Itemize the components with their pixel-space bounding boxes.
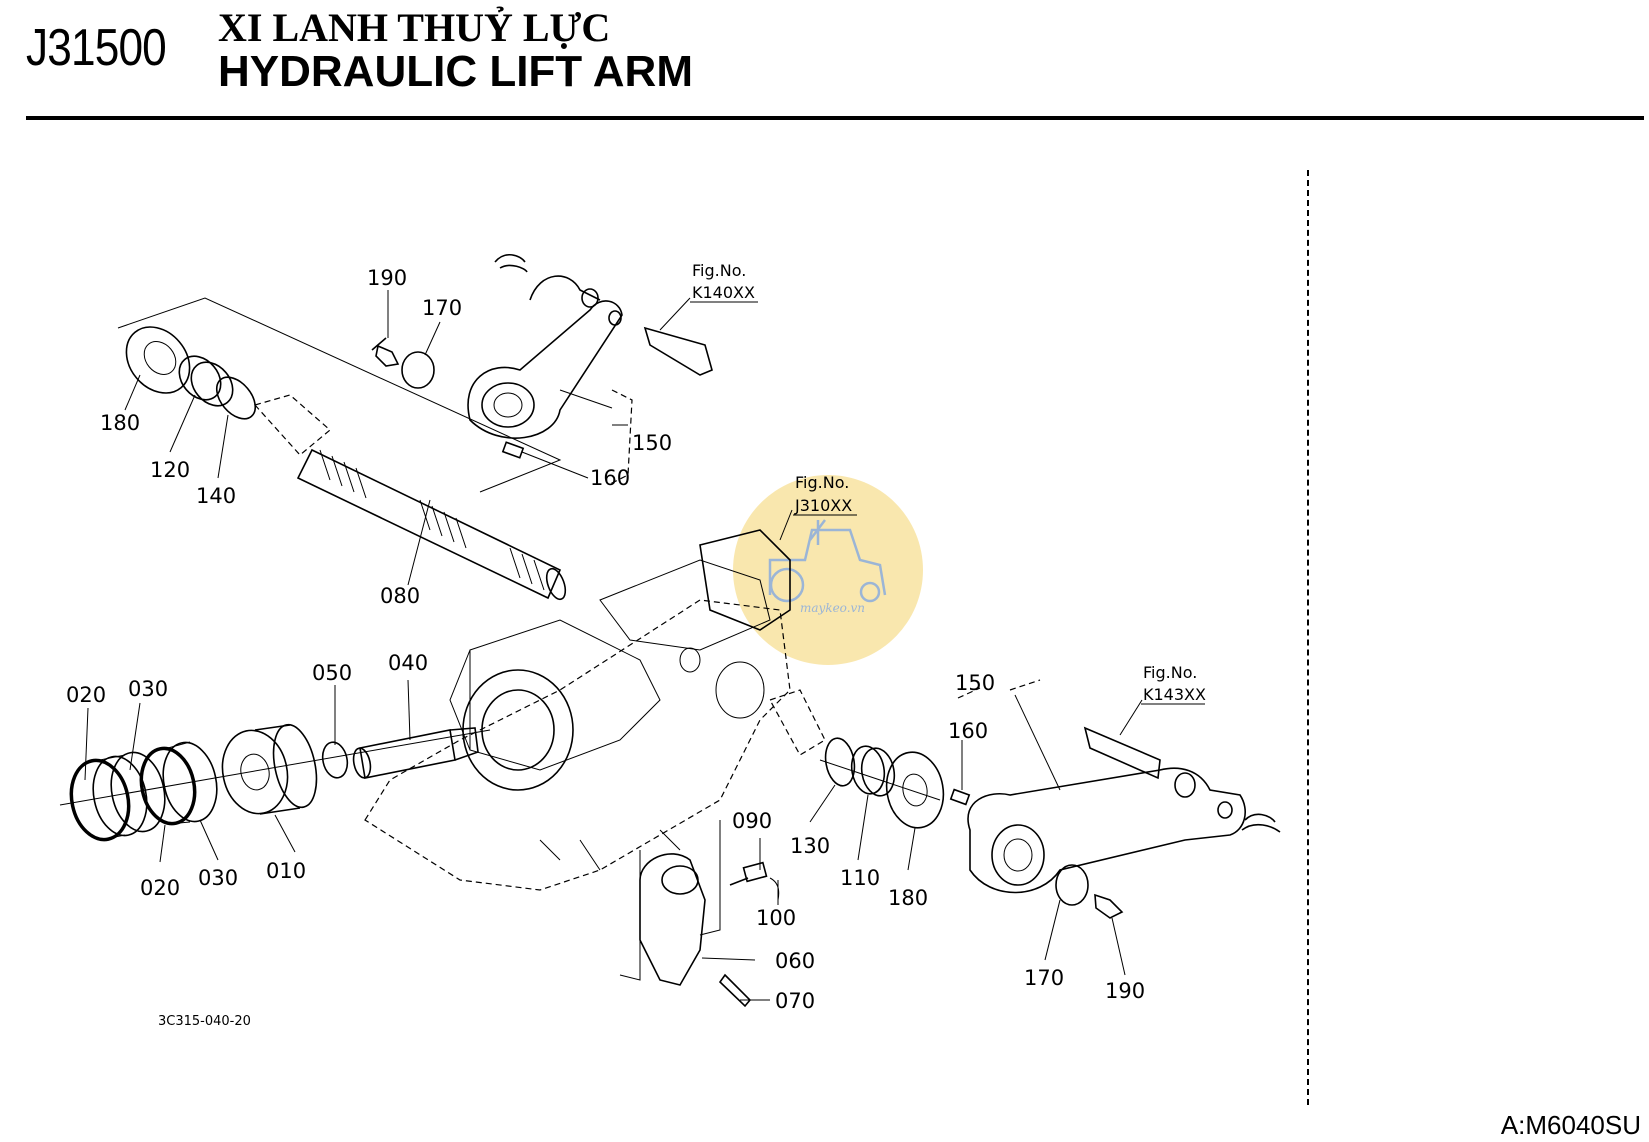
callout-180: 180 — [888, 886, 928, 910]
grease-nipple-lower — [1094, 893, 1124, 919]
lift-shaft — [296, 448, 567, 601]
cylinder-assembly — [59, 723, 491, 842]
callout-170: 170 — [422, 296, 462, 320]
lift-arm-upper — [467, 254, 713, 439]
callout-labels: 190 170 180 120 140 150 160 080 020 030 … — [66, 266, 1145, 1013]
callout-160: 160 — [590, 466, 630, 490]
callout-110: 110 — [840, 866, 880, 890]
callout-030: 030 — [128, 677, 168, 701]
callout-050: 050 — [312, 661, 352, 685]
washer-lower — [769, 877, 780, 901]
lower-link-arm — [619, 820, 780, 1008]
svg-text:Fig.No.: Fig.No. — [1143, 663, 1197, 682]
pin-lower — [949, 788, 971, 806]
o-ring-rod — [321, 741, 349, 779]
bushing — [178, 355, 222, 401]
callout-090: 090 — [732, 809, 772, 833]
lift-arm-lower — [967, 726, 1281, 894]
upper-shaft-assembly — [117, 254, 713, 601]
bolt — [729, 861, 768, 886]
piston — [221, 723, 318, 815]
pin-right — [1083, 726, 1161, 780]
svg-text:K143XX: K143XX — [1143, 685, 1206, 704]
snap-ring-lower — [1055, 864, 1089, 906]
backup-ring-right — [162, 741, 218, 823]
section-code: J31500 — [26, 19, 167, 77]
header-rule — [26, 116, 1644, 120]
callout-190: 190 — [1105, 979, 1145, 1003]
snap-ring-upper — [401, 351, 435, 389]
page-title-english: HYDRAULIC LIFT ARM — [218, 47, 693, 96]
thrust-washer — [125, 326, 191, 394]
drawing-number: 3C315-040-20 — [158, 1014, 251, 1029]
callout-010: 010 — [266, 859, 306, 883]
callout-170: 170 — [1024, 966, 1064, 990]
callout-150: 150 — [955, 671, 995, 695]
callout-190: 190 — [367, 266, 407, 290]
callout-160: 160 — [948, 719, 988, 743]
watermark-text: maykeo.vn — [800, 601, 865, 615]
spring-pin — [718, 973, 752, 1008]
svg-text:Fig.No.: Fig.No. — [795, 473, 849, 492]
piston-ring-left — [69, 758, 131, 842]
callout-020: 020 — [66, 683, 106, 707]
callout-040: 040 — [388, 651, 428, 675]
grease-nipple-upper — [371, 337, 400, 367]
callout-080: 080 — [380, 584, 420, 608]
callout-020: 020 — [140, 876, 180, 900]
svg-text:K140XX: K140XX — [692, 283, 755, 302]
lift-housing — [364, 529, 791, 891]
backup-ring-left — [110, 751, 166, 833]
thrust-washer-right — [885, 751, 945, 829]
piston-rod — [352, 727, 479, 779]
callout-120: 120 — [150, 458, 190, 482]
callout-130: 130 — [790, 834, 830, 858]
callout-100: 100 — [756, 906, 796, 930]
callout-060: 060 — [775, 949, 815, 973]
callout-140: 140 — [196, 484, 236, 508]
svg-text:Fig.No.: Fig.No. — [692, 261, 746, 280]
leader-lines — [84, 290, 1143, 1001]
callout-070: 070 — [775, 989, 815, 1013]
lower-right-assembly — [769, 679, 1281, 919]
callout-030: 030 — [198, 866, 238, 890]
model-code: A:M6040SU — [1500, 1110, 1641, 1140]
callout-180: 180 — [100, 411, 140, 435]
snap-hook-right — [1241, 813, 1281, 833]
dashed-divider — [1307, 170, 1309, 1105]
svg-text:J310XX: J310XX — [794, 496, 852, 515]
o-ring — [215, 376, 257, 420]
page-title-vietnamese: XI LANH THUỶ LỰC — [218, 5, 611, 50]
callout-150: 150 — [632, 431, 672, 455]
pin-upper — [501, 441, 525, 459]
o-ring-right — [824, 737, 856, 787]
fig-ref-k143: Fig.No. K143XX — [1141, 663, 1206, 705]
fig-ref-j310: Fig.No. J310XX — [793, 473, 857, 516]
fig-ref-k140: Fig.No. K140XX — [690, 261, 758, 303]
